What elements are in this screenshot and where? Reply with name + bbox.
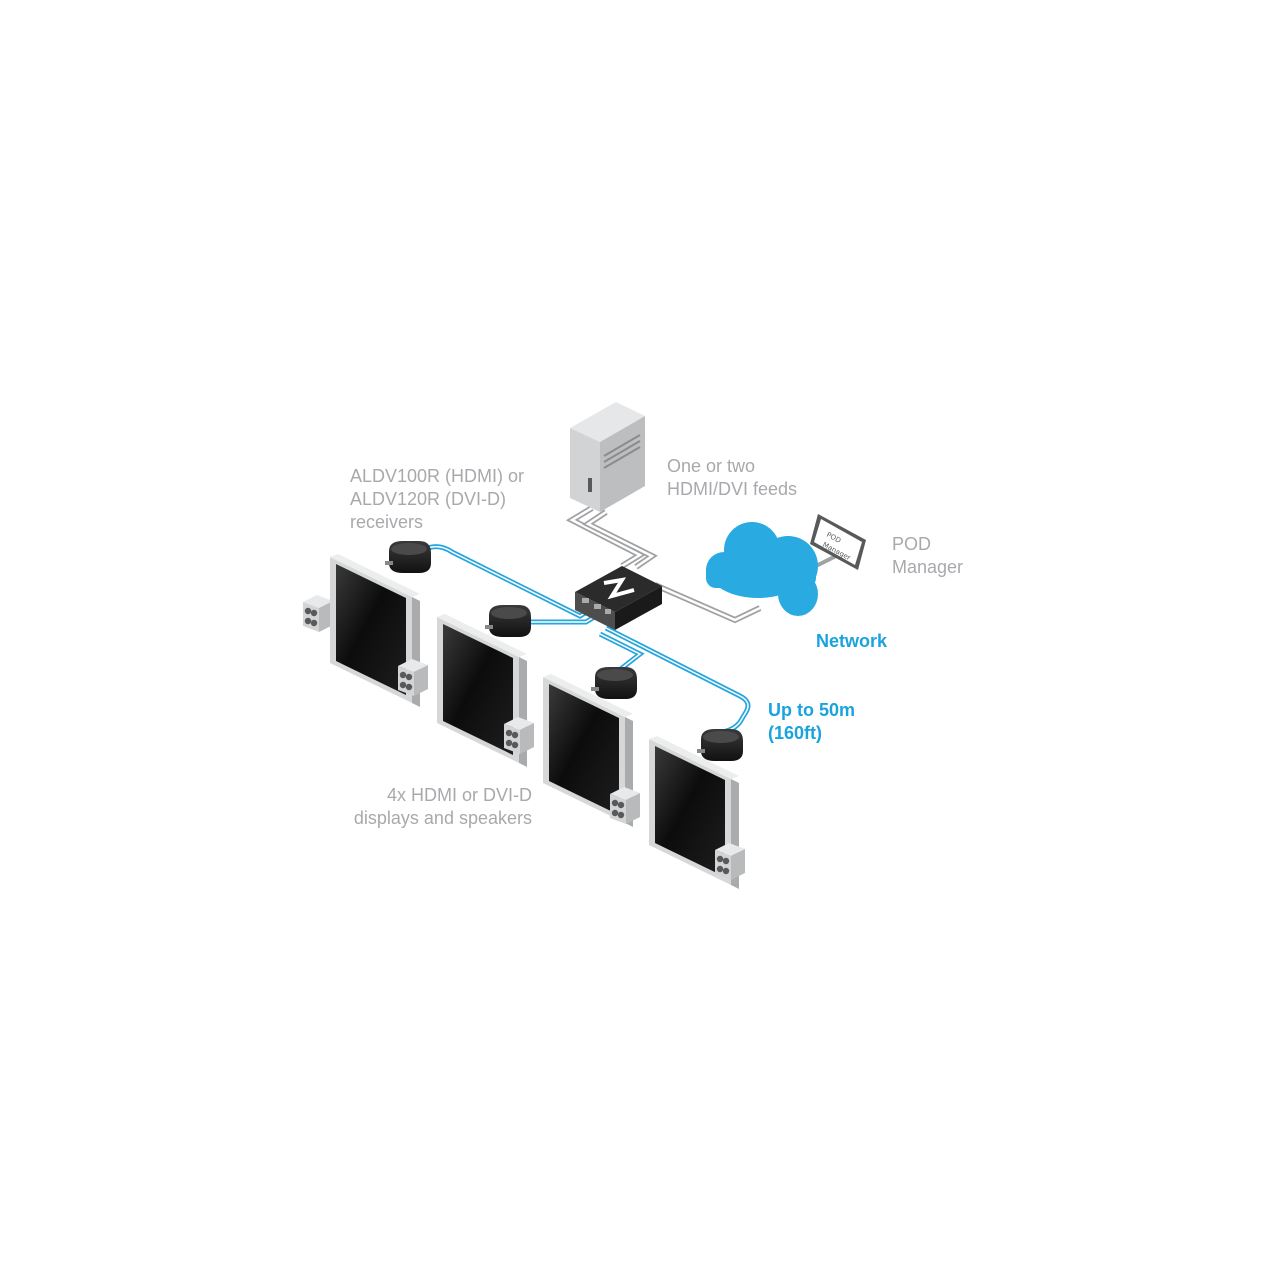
displays-label: 4x HDMI or DVI-D displays and speakers [330, 784, 532, 830]
distance-label-line-2: (160ft) [768, 723, 823, 743]
distance-label-line-1: Up to 50m [768, 700, 856, 720]
speaker-icon [504, 717, 534, 754]
speaker-icon [303, 595, 333, 632]
receivers-label-line-2: ALDV120R (DVI-D) [350, 489, 507, 509]
pod-manager-label: POD Manager [892, 533, 963, 579]
speaker-icon [610, 787, 640, 824]
pod-manager-label-line-2: Manager [892, 557, 964, 577]
feeds-label: One or two HDMI/DVI feeds [667, 455, 797, 501]
pod-manager-tablet-icon: POD Manager [810, 514, 866, 570]
hdmi-feed-cable-2-core [585, 510, 655, 569]
pod-manager-label-line-1: POD [892, 534, 932, 554]
receiver-puck-icon [697, 729, 743, 761]
displays-label-line-1: 4x HDMI or DVI-D [386, 785, 532, 805]
transmitter-unit-icon [575, 566, 662, 630]
distance-label: Up to 50m (160ft) [768, 699, 855, 745]
network-label-text: Network [816, 631, 888, 651]
receiver-puck-icon [485, 605, 531, 637]
receiver-puck-icon [591, 667, 637, 699]
network-label: Network [816, 630, 887, 653]
network-cloud-icon [706, 522, 818, 616]
receivers-label-line-1: ALDV100R (HDMI) or [350, 466, 525, 486]
speaker-icon [715, 843, 745, 880]
displays-label-line-2: displays and speakers [353, 808, 532, 828]
speaker-icon [398, 659, 428, 696]
hdmi-feed-cable-1-core [569, 506, 643, 568]
receivers-label: ALDV100R (HDMI) or ALDV120R (DVI-D) rece… [350, 465, 524, 534]
feeds-label-line-2: HDMI/DVI feeds [667, 479, 798, 499]
receivers-label-line-3: receivers [350, 512, 424, 532]
receiver-puck-icon [385, 541, 431, 573]
feeds-label-line-1: One or two [667, 456, 756, 476]
receiver-cable-2 [522, 613, 598, 625]
network-cable-core [654, 583, 761, 622]
tower-server-icon [570, 402, 645, 512]
